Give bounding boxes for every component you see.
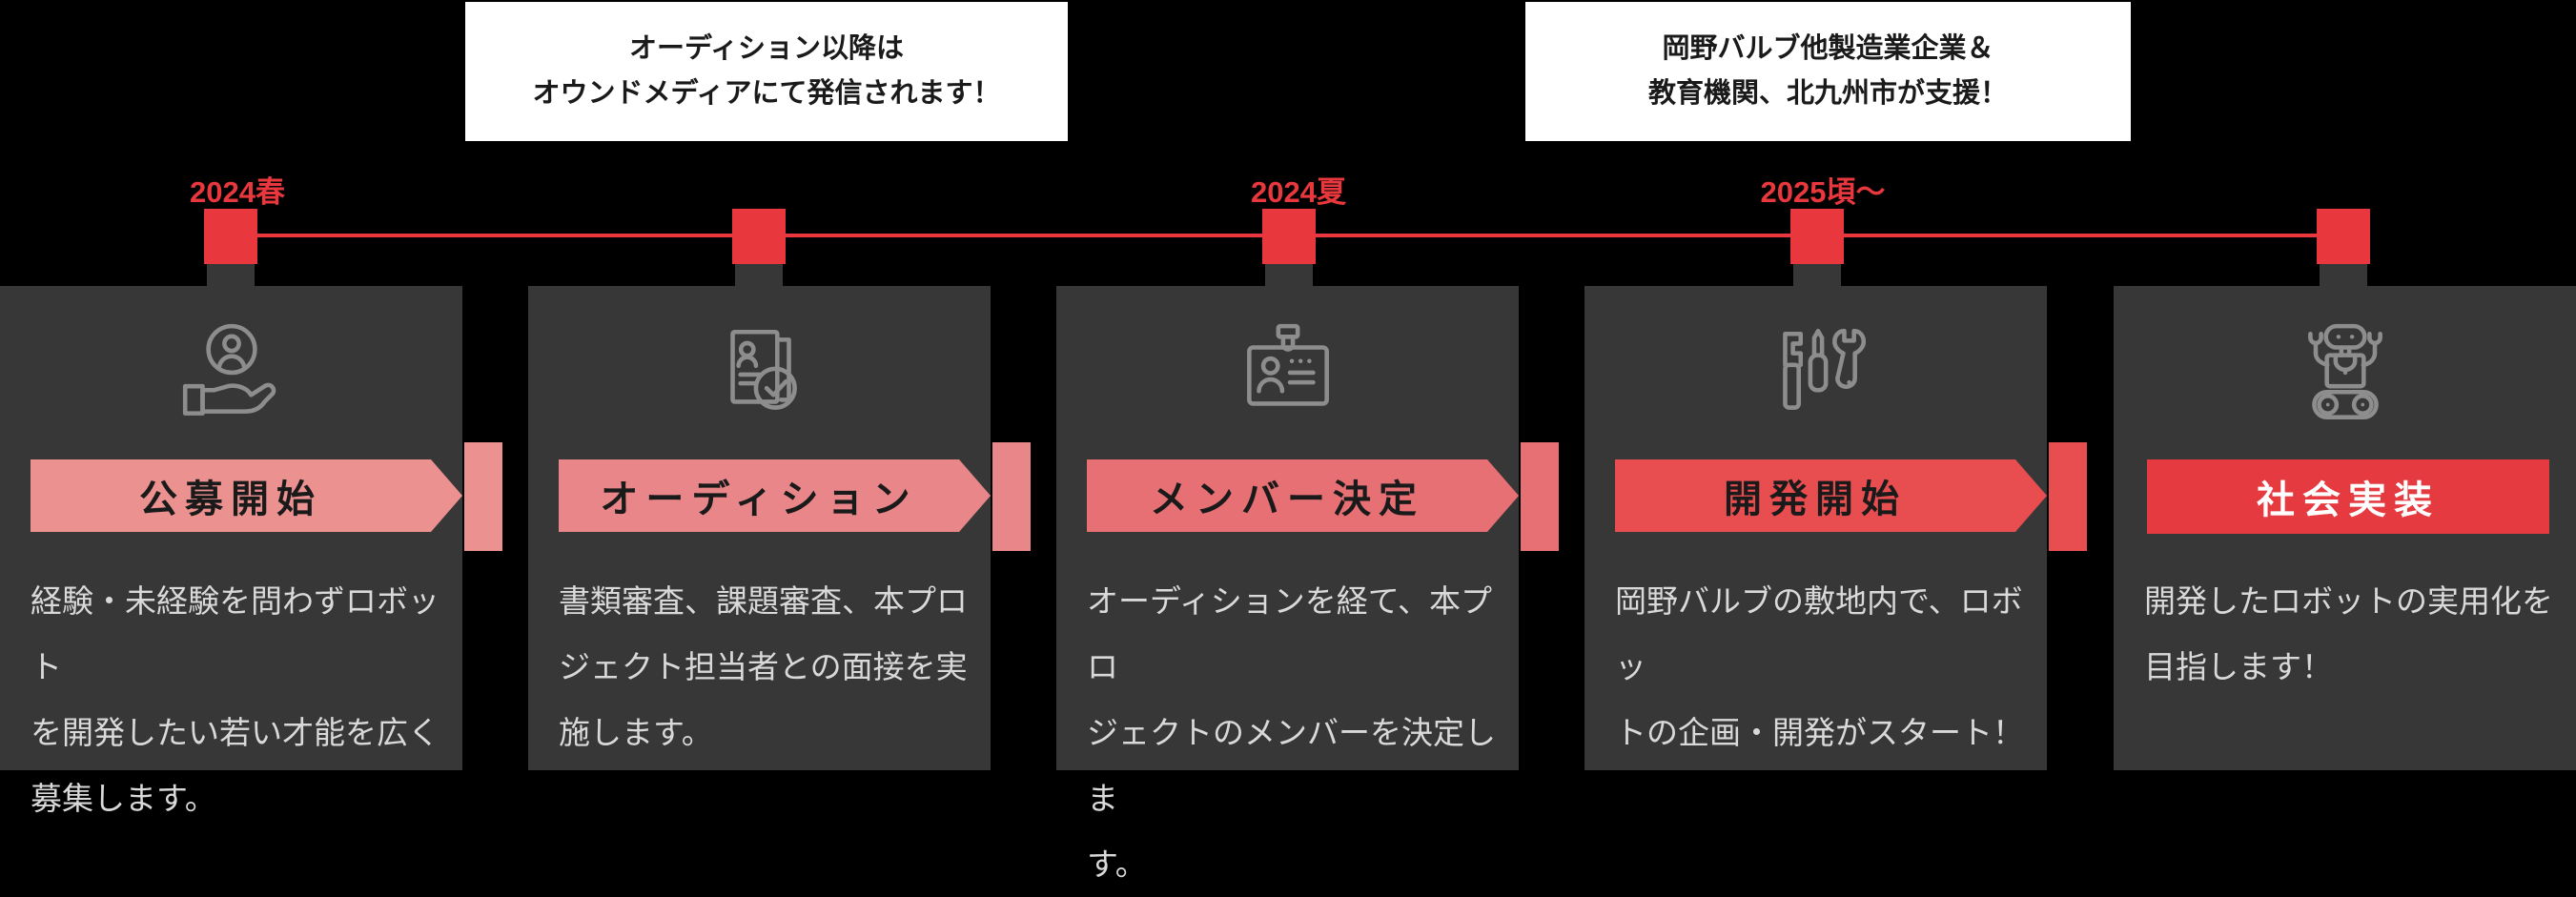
- marker-connector-tab: [1793, 264, 1841, 287]
- arrow-head-block: [992, 442, 1031, 551]
- step-card-development: 開発開始 岡野バルブの敷地内で、ロボッ トの企画・開発がスタート！: [1584, 286, 2087, 770]
- step-banner: 公募開始: [31, 459, 462, 532]
- step-description: 書類審査、課題審査、本プロ ジェクト担当者との面接を実 施します。: [559, 583, 968, 750]
- step-banner: 社会実装: [2147, 459, 2549, 534]
- marker-connector-tab: [1265, 264, 1313, 287]
- timeline-marker: [2317, 209, 2370, 264]
- step-title: 公募開始: [139, 479, 322, 520]
- tools-icon: [1758, 318, 1874, 435]
- date-label-2025: 2025頃〜: [1760, 175, 1886, 209]
- date-label-2024-spring: 2024春: [190, 175, 285, 209]
- step-title: オーディション: [600, 479, 918, 520]
- marker-connector-tab: [207, 264, 255, 287]
- step-description: 岡野バルブの敷地内で、ロボッ トの企画・開発がスタート！: [1615, 583, 2024, 750]
- step-banner: オーディション: [559, 459, 991, 532]
- arrow-head-block: [1521, 442, 1559, 551]
- marker-connector-tab: [2320, 264, 2367, 287]
- callout-owned-media: オーディション以降は オウンドメディアにて発信されます！: [465, 2, 1068, 141]
- step-banner: メンバー決定: [1087, 459, 1519, 532]
- step-card-recruitment: 公募開始 経験・未経験を問わずロボット を開発したい若い才能を広く 募集します。: [0, 286, 502, 816]
- robot-icon: [2287, 318, 2403, 435]
- timeline-marker: [732, 209, 786, 264]
- step-card-audition: オーディション 書類審査、課題審査、本プロ ジェクト担当者との面接を実 施します…: [528, 286, 1031, 770]
- arrow-head-block: [464, 442, 502, 551]
- marker-connector-tab: [735, 264, 783, 287]
- step-description: 開発したロボットの実用化を 目指します！: [2144, 583, 2553, 684]
- hand-offering-person-icon: [174, 318, 290, 435]
- callout-supporters: 岡野バルブ他製造業企業＆ 教育機関、北九州市が支援！: [1525, 2, 2131, 141]
- date-label-2024-summer: 2024夏: [1251, 175, 1346, 209]
- step-title: 社会実装: [2257, 479, 2440, 521]
- step-card-members: メンバー決定 オーディションを経て、本プロ ジェクトのメンバーを決定しま す。: [1056, 286, 1559, 882]
- step-description: 経験・未経験を問わずロボット を開発したい若い才能を広く 募集します。: [31, 583, 440, 816]
- step-banner: 開発開始: [1615, 459, 2047, 532]
- timeline-marker: [204, 209, 257, 264]
- resume-check-icon: [702, 318, 818, 435]
- arrow-head-block: [2049, 442, 2087, 551]
- timeline-marker: [1790, 209, 1844, 264]
- step-title: メンバー決定: [1150, 479, 1424, 520]
- step-card-implementation: 社会実装 開発したロボットの実用化を 目指します！: [2114, 286, 2576, 770]
- step-description: オーディションを経て、本プロ ジェクトのメンバーを決定しま す。: [1087, 583, 1496, 882]
- timeline-marker: [1262, 209, 1316, 264]
- id-badge-icon: [1230, 318, 1346, 435]
- step-title: 開発開始: [1724, 479, 1907, 520]
